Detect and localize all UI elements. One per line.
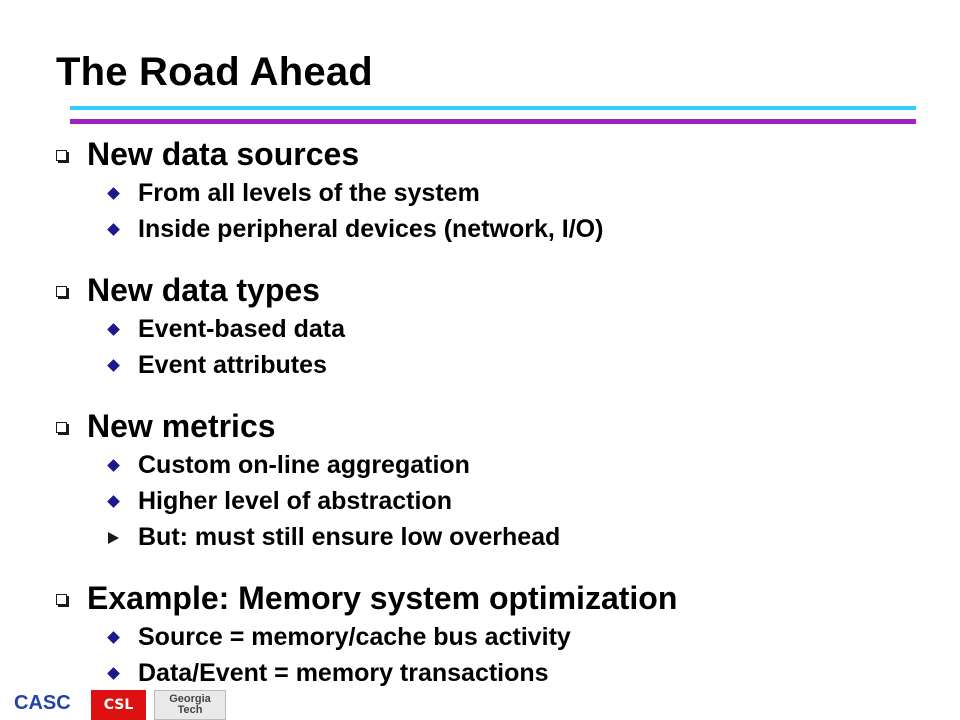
slide-title: The Road Ahead <box>56 50 373 94</box>
casc-logo: CASC <box>14 692 71 714</box>
diamond-bullet-icon <box>107 187 120 200</box>
diamond-bullet-icon <box>107 323 120 336</box>
square-bullet-icon <box>56 150 67 161</box>
square-bullet-icon <box>56 422 67 433</box>
arrow-bullet-icon <box>108 532 120 544</box>
diamond-bullet-icon <box>107 495 120 508</box>
square-bullet-icon <box>56 594 67 605</box>
title-rule-blue <box>70 106 916 110</box>
diamond-bullet-icon <box>107 631 120 644</box>
square-bullet-icon <box>56 286 67 297</box>
georgia-tech-logo: Georgia Tech <box>154 690 226 720</box>
diamond-bullet-icon <box>107 359 120 372</box>
diamond-bullet-icon <box>107 459 120 472</box>
csl-logo: CSL <box>91 690 146 720</box>
diamond-bullet-icon <box>107 667 120 680</box>
gt-line1: Georgia <box>169 693 211 705</box>
title-rule-purple <box>70 119 916 124</box>
gt-line2: Tech <box>177 704 203 716</box>
diamond-bullet-icon <box>107 223 120 236</box>
